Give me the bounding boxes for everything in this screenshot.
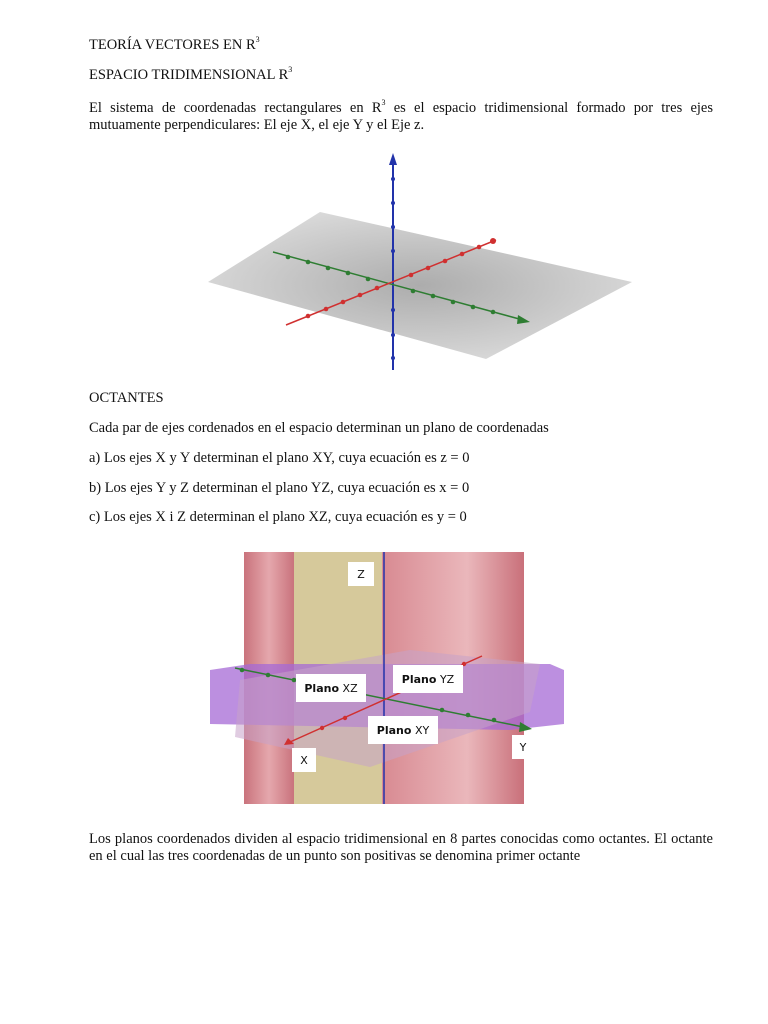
octantes-item-a: a) Los ejes X y Y determinan el plano XY… xyxy=(89,450,470,466)
octantes-item-c: c) Los ejes X i Z determinan el plano XZ… xyxy=(89,509,467,525)
label-plano-xz: Plano XZ xyxy=(296,674,366,702)
heading-teoria: TEORÍA VECTORES EN R3 xyxy=(89,35,260,53)
xy-plane xyxy=(208,212,632,359)
z-arrow xyxy=(389,153,397,165)
figure-3d-axes xyxy=(208,153,632,370)
label-x: X xyxy=(292,748,316,772)
intro-paragraph: El sistema de coordenadas rectangulares … xyxy=(89,98,713,133)
octantes-item-b: b) Los ejes Y y Z determinan el plano YZ… xyxy=(89,480,470,496)
y-axis xyxy=(272,251,524,321)
y-arrow xyxy=(517,315,530,324)
heading-espacio: ESPACIO TRIDIMENSIONAL R3 xyxy=(89,65,293,83)
label-z: Z xyxy=(348,562,374,586)
figure-coordinate-planes: Z Plano XZ Plano YZ Plano XY X Y xyxy=(210,552,564,804)
octantes-title: OCTANTES xyxy=(89,390,164,406)
label-plano-yz: Plano YZ xyxy=(393,665,463,693)
conclusion-paragraph: Los planos coordenados dividen al espaci… xyxy=(89,831,713,864)
octantes-intro: Cada par de ejes cordenados en el espaci… xyxy=(89,420,549,436)
y-axis xyxy=(234,667,529,729)
label-plano-xy: Plano XY xyxy=(368,716,438,744)
label-y: Y xyxy=(512,735,534,759)
